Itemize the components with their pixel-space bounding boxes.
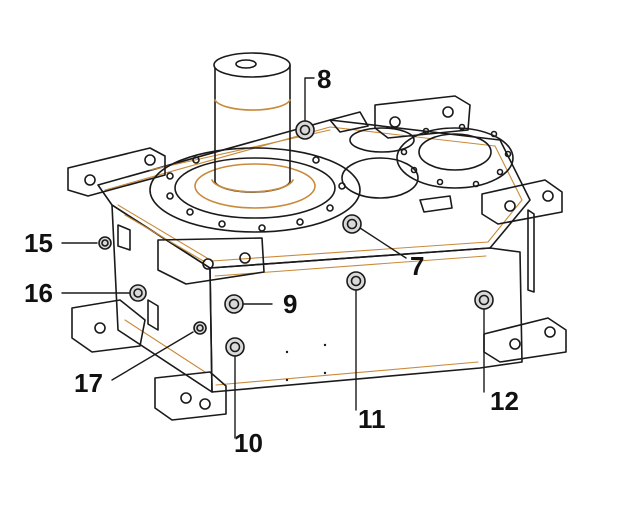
leader-lines — [61, 77, 485, 439]
callout-17: 17 — [74, 368, 103, 398]
input-flange — [396, 127, 514, 189]
callout-16: 16 — [24, 278, 53, 308]
housing-front-face — [209, 247, 523, 393]
foot-right-front-bottom — [483, 317, 567, 363]
callout-15: 15 — [24, 228, 53, 258]
foot-right-rear-top — [374, 95, 471, 139]
housing-left-face — [111, 204, 213, 393]
callout-7: 7 — [410, 251, 424, 281]
callout-11: 11 — [358, 404, 386, 434]
callout-9: 9 — [283, 289, 297, 319]
top-opening-rear — [349, 127, 415, 153]
foot-left-rear — [67, 147, 166, 197]
output-shaft — [214, 64, 291, 193]
foot-front-left-top — [157, 237, 265, 285]
foot-front-left-bottom — [154, 371, 227, 421]
callout-10: 10 — [234, 428, 263, 458]
foot-right-front-top — [481, 179, 563, 225]
top-opening-center — [341, 157, 419, 199]
callout-8: 8 — [317, 64, 331, 94]
foot-left-rear-bottom — [71, 299, 146, 353]
output-flange — [149, 147, 361, 233]
callout-12: 12 — [490, 386, 519, 416]
housing-top-face — [97, 119, 531, 269]
drain-plugs — [224, 120, 494, 357]
